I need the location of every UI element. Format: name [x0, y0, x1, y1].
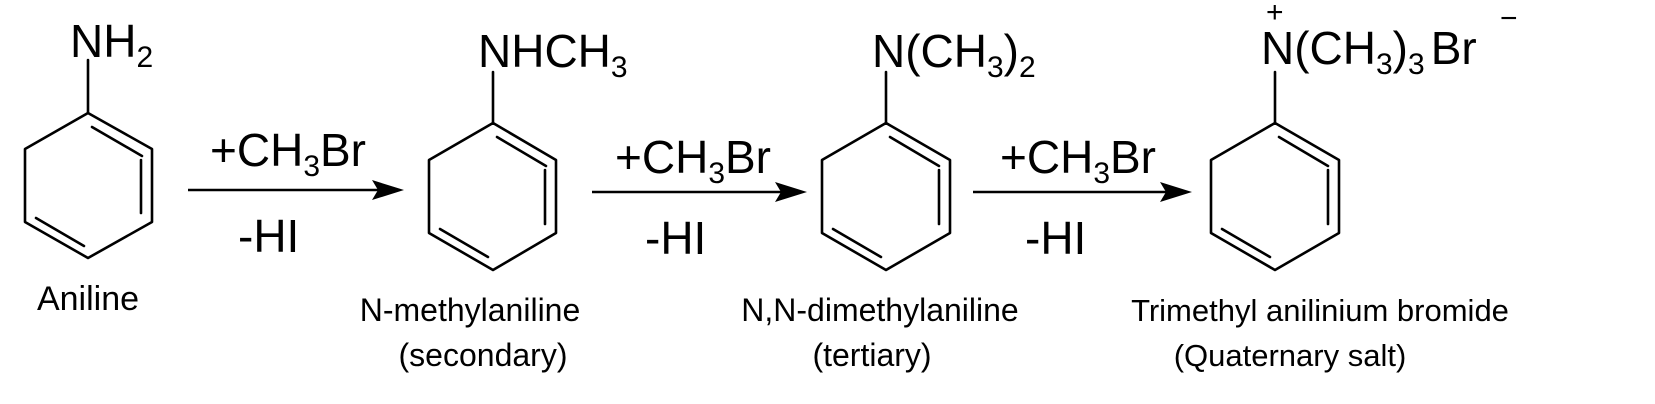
- benzene-ring: [1209, 121, 1341, 272]
- byproduct-label: -HI: [238, 210, 299, 262]
- ring-double-bond: [34, 216, 86, 248]
- ring-outline: [820, 121, 952, 272]
- ring-double-bond: [438, 227, 490, 259]
- molecule-n-methylaniline: NHCH3 N-methylaniline (secondary): [360, 25, 628, 373]
- ring-double-bond: [831, 227, 883, 259]
- species-class: (secondary): [399, 337, 568, 373]
- species-class: (Quaternary salt): [1174, 338, 1407, 373]
- species-name: N,N-dimethylaniline: [741, 292, 1018, 328]
- ring-double-bond: [1277, 135, 1330, 168]
- ring-double-bond: [1220, 227, 1272, 259]
- byproduct-label: -HI: [645, 212, 706, 264]
- arrow-head: [1160, 182, 1192, 202]
- reaction-arrow-2: +CH3Br -HI: [592, 131, 807, 264]
- species-name: Trimethyl anilinium bromide: [1131, 293, 1509, 328]
- arrow-head: [775, 182, 807, 202]
- substituent-label: NH2: [70, 15, 153, 74]
- reaction-arrow-3: +CH3Br -HI: [973, 131, 1192, 264]
- benzene-ring: [23, 111, 154, 260]
- negative-charge: −: [1500, 2, 1518, 35]
- molecule-n-n-dimethylaniline: N(CH3)2 N,N-dimethylaniline (tertiary): [741, 25, 1035, 373]
- reagent-label: +CH3Br: [210, 124, 366, 183]
- species-name: Aniline: [37, 280, 139, 318]
- ring-outline: [23, 111, 154, 260]
- substituent-label: N(CH3)2: [872, 25, 1036, 84]
- positive-charge: +: [1266, 0, 1284, 29]
- ring-double-bond: [888, 135, 941, 168]
- reaction-arrow-1: +CH3Br -HI: [188, 124, 404, 262]
- benzene-ring: [427, 121, 558, 272]
- ring-outline: [1209, 121, 1341, 272]
- substituent-label: NHCH3: [478, 25, 628, 84]
- ring-double-bond: [495, 135, 548, 168]
- species-name: N-methylaniline: [360, 292, 581, 328]
- molecule-aniline: NH2 Aniline: [23, 15, 154, 318]
- ring-double-bond: [90, 125, 144, 158]
- arrow-head: [372, 180, 404, 200]
- byproduct-label: -HI: [1025, 212, 1086, 264]
- ring-outline: [427, 121, 558, 272]
- reagent-label: +CH3Br: [1000, 131, 1156, 190]
- species-class: (tertiary): [812, 337, 931, 373]
- benzene-ring: [820, 121, 952, 272]
- reagent-label: +CH3Br: [615, 131, 771, 190]
